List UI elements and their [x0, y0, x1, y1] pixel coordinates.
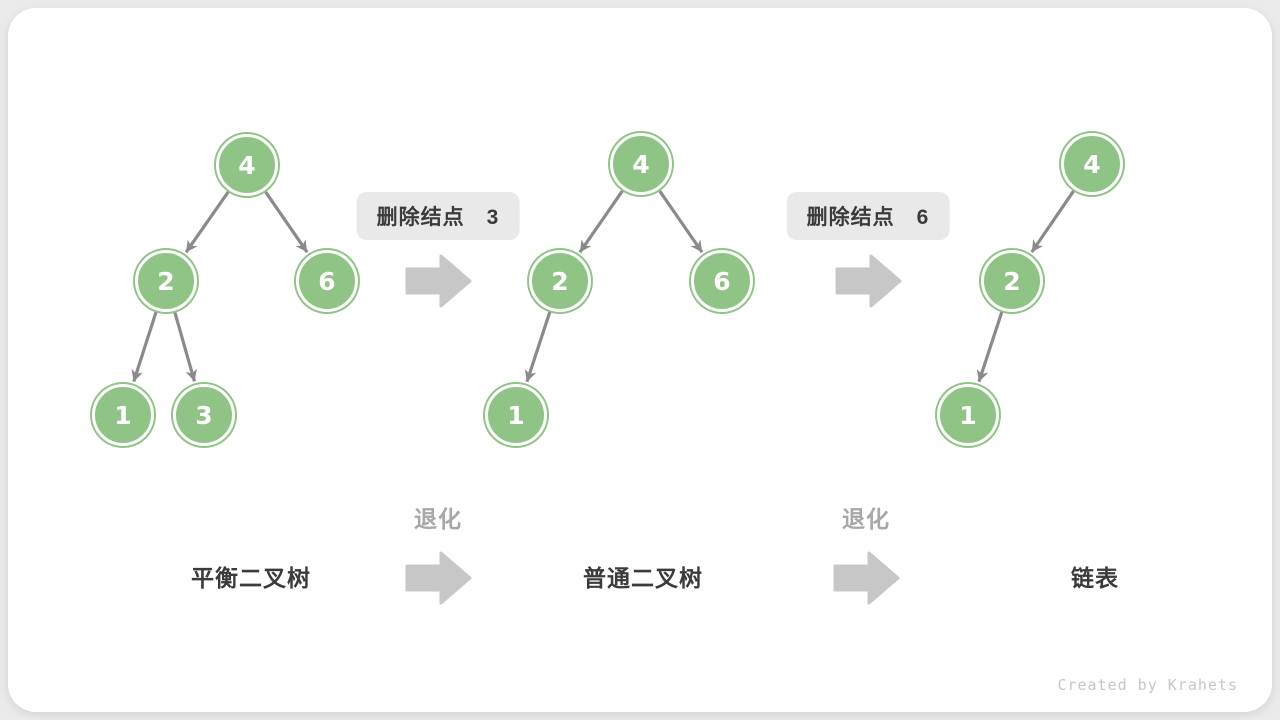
tree-edge — [524, 310, 552, 383]
label-degenerate-2: 退化 — [842, 506, 890, 532]
tree-edge — [976, 310, 1004, 383]
block-arrow-icon — [405, 551, 472, 605]
tree-edge — [131, 310, 158, 383]
block-arrow-icon — [835, 254, 902, 308]
tree-edge — [1030, 189, 1076, 254]
label-degenerate-1: 退化 — [414, 506, 462, 532]
watermark: Created by Krahets — [1057, 676, 1238, 694]
label-ordinary-binary-tree: 普通二叉树 — [583, 565, 703, 591]
block-arrow-icon — [405, 254, 472, 308]
delete-node-3-badge: 删除结点 3 — [356, 192, 520, 240]
diagram-card — [8, 8, 1272, 712]
delete-node-6-badge: 删除结点 6 — [786, 192, 950, 240]
block-arrow-icon — [833, 551, 900, 605]
tree-edge — [184, 190, 230, 254]
label-linked-list: 链表 — [1071, 565, 1119, 591]
tree-edge — [657, 189, 704, 254]
tree-edge — [173, 311, 198, 382]
label-balanced-binary-tree: 平衡二叉树 — [191, 565, 311, 591]
tree-edge — [263, 190, 309, 254]
tree-edge — [578, 189, 625, 254]
